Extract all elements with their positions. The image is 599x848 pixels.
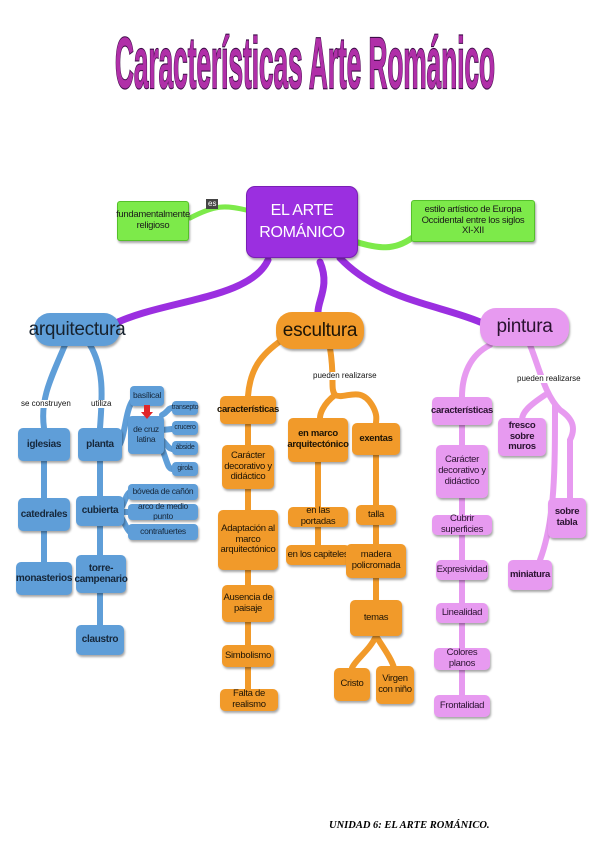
node-escultura-item-1: Carácter decorativo y didáctico xyxy=(222,445,274,489)
node-madera-policromada: madera policromada xyxy=(346,544,406,578)
node-estilo-artistico: estilo artístico de Europa Occidental en… xyxy=(411,200,535,242)
node-miniatura: miniatura xyxy=(508,560,552,590)
footer-unidad: UNIDAD 6: EL ARTE ROMÁNICO. xyxy=(329,820,490,831)
node-el-arte-romanico: EL ARTE ROMÁNICO xyxy=(246,186,358,258)
link-label-escultura-pueden-realizarse: pueden realizarse xyxy=(312,371,378,380)
node-cristo: Cristo xyxy=(334,668,370,701)
page-title-text: Características Arte Románico xyxy=(115,24,495,104)
node-iglesias: iglesias xyxy=(18,428,70,461)
node-monasterios: monasterios xyxy=(16,562,72,595)
node-pintura-item-4: Linealidad xyxy=(436,603,488,623)
link-label-pintura-pueden-realizarse: pueden realizarse xyxy=(516,374,582,383)
node-pintura-item-6: Frontalidad xyxy=(434,695,490,717)
node-crucero: crucero xyxy=(172,421,198,435)
node-pintura-caracteristicas: características xyxy=(431,397,493,425)
node-pintura-item-5: Colores planos xyxy=(434,647,490,670)
node-escultura-caracteristicas: características xyxy=(217,396,279,424)
node-arquitectura: arquitectura xyxy=(29,313,126,346)
node-sobre-tabla: sobre tabla xyxy=(548,498,586,538)
link-label-utiliza: utiliza xyxy=(90,399,113,408)
node-pintura: pintura xyxy=(480,308,569,346)
node-contrafuertes: contrafuertes xyxy=(128,524,198,540)
arrow-down-icon xyxy=(141,405,153,419)
node-talla: talla xyxy=(356,505,396,525)
node-escultura-item-2: Adaptación al marco arquitectónico xyxy=(218,510,278,570)
node-abside: ábside xyxy=(172,441,198,455)
node-escultura-item-3: Ausencia de paisaje xyxy=(222,585,274,622)
node-fresco-sobre-muros: fresco sobre muros xyxy=(498,418,546,456)
node-en-las-portadas: en las portadas xyxy=(288,505,348,527)
node-boveda-de-canon: bóveda de cañón xyxy=(128,484,198,500)
node-fundamentalmente-religioso: fundamentalmente religioso xyxy=(116,201,190,241)
node-marco-arquitectonico: en marco arquitectónico xyxy=(287,418,349,462)
node-exentas: exentas xyxy=(352,423,400,455)
node-transepto: transepto xyxy=(172,401,199,415)
node-en-los-capiteles: en los capiteles xyxy=(286,545,350,565)
node-de-cruz-latina: de cruz latina xyxy=(128,416,164,454)
node-planta: planta xyxy=(78,428,122,461)
node-claustro: claustro xyxy=(76,625,124,655)
node-catedrales: catedrales xyxy=(18,498,70,531)
node-escultura: escultura xyxy=(276,312,364,349)
node-torre-campenario: torre-campenario xyxy=(74,555,128,593)
node-pintura-item-2: Cubrir superficies xyxy=(432,513,492,535)
node-escultura-item-5: Falta de realismo xyxy=(220,688,278,711)
node-pintura-item-1: Carácter decorativo y didáctico xyxy=(436,445,488,498)
node-girola: girola xyxy=(172,462,198,476)
node-temas: temas xyxy=(350,600,402,636)
node-virgen-con-nino: Virgen con niño xyxy=(376,666,414,704)
node-cubierta: cubierta xyxy=(76,496,124,526)
node-escultura-item-4: Simbolismo xyxy=(222,645,274,667)
node-basilical: basílical xyxy=(130,386,164,406)
node-pintura-item-3: Expresividad xyxy=(436,560,488,580)
link-label-es: es xyxy=(206,199,219,209)
node-arco-de-medio-punto: arco de medio punto xyxy=(128,501,198,521)
page-title: Características Arte Románico xyxy=(110,18,500,105)
link-label-se-construyen: se construyen xyxy=(20,399,72,408)
